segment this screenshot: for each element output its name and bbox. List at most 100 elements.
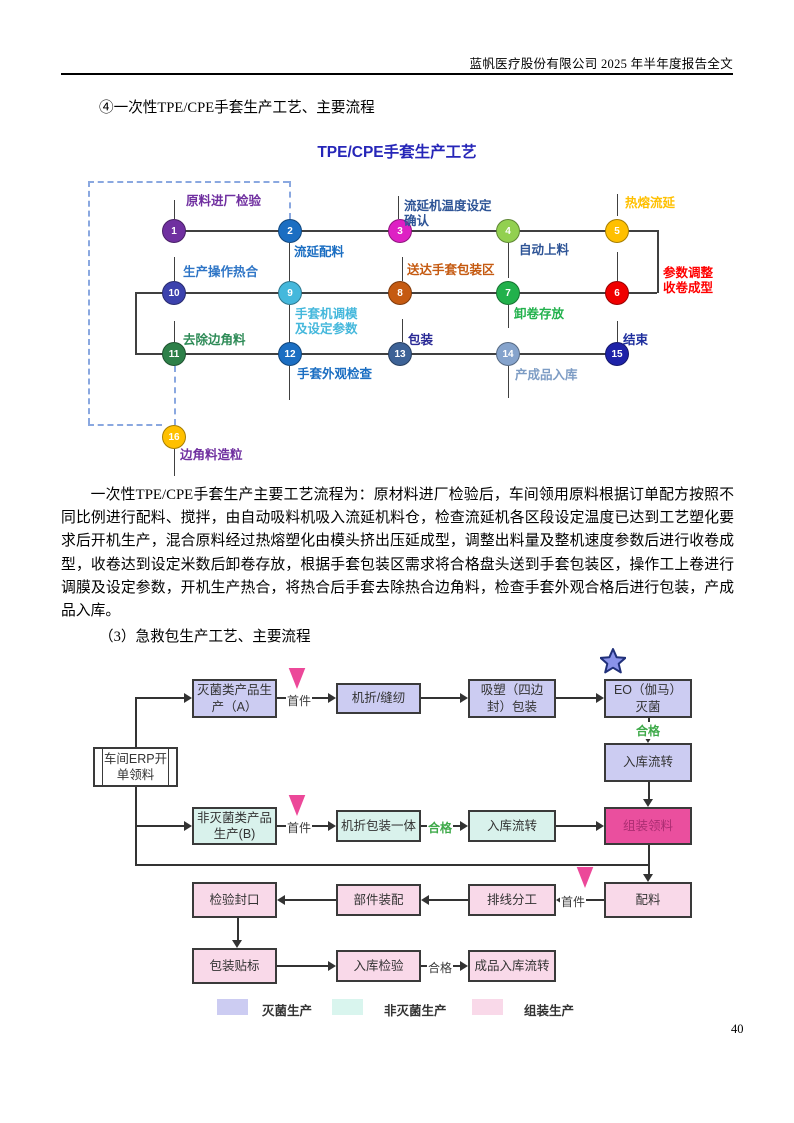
firstaid-box-label: 排线分工 — [486, 892, 537, 907]
header-rule — [61, 73, 733, 75]
firstaid-box-label: 部件装配 — [353, 892, 404, 907]
firstaid-box-label: 检验封口 — [209, 892, 260, 907]
glove-node-label-3: 流延机温度设定 确认 — [404, 199, 492, 228]
glove-chart-title: TPE/CPE手套生产工艺 — [317, 144, 477, 161]
arrowhead-right-icon — [184, 693, 192, 703]
glove-label-leader-line — [289, 366, 291, 400]
arrowhead-right-icon — [328, 821, 336, 831]
firstaid-box-erp: 车间ERP开单领料 — [93, 747, 178, 787]
arrowhead-right-icon — [596, 693, 604, 703]
firstaid-box-b2: 机折包装一体 — [336, 810, 421, 842]
glove-flow-line — [657, 230, 659, 293]
glove-flow-line — [135, 353, 617, 355]
arrowhead-right-icon — [328, 961, 336, 971]
firstaid-flow-line — [135, 697, 184, 699]
glove-node-label-10: 生产操作热合 — [183, 265, 259, 279]
glove-node-13: 13 — [388, 342, 412, 366]
firstaid-box-b1: 非灭菌类产品生产(B) — [192, 807, 277, 845]
firstaid-box-label: 入库流转 — [486, 818, 537, 833]
glove-node-11: 11 — [162, 342, 186, 366]
glove-node-label-15: 结束 — [623, 333, 649, 347]
firstaid-box-label: 非灭菌类产品生产(B) — [197, 810, 273, 841]
section-heading-glove: ④一次性TPE/CPE手套生产工艺、主要流程 — [99, 100, 375, 116]
edge-label-hg3: 合格 — [427, 959, 454, 976]
firstaid-flow-line — [556, 825, 596, 827]
legend-label-1: 灭菌生产 — [262, 1004, 313, 1018]
glove-node-6: 6 — [605, 281, 629, 305]
arrowhead-right-icon — [184, 821, 192, 831]
arrowhead-left-icon — [277, 895, 285, 905]
arrowhead-left-icon — [421, 895, 429, 905]
glove-paragraph: 一次性TPE/CPE手套生产主要工艺流程为：原材料进厂检验后，车间领用原料根据订… — [61, 487, 734, 620]
glove-node-12: 12 — [278, 342, 302, 366]
glove-label-leader-line — [402, 257, 404, 281]
glove-recycle-dashed-line — [174, 366, 176, 425]
firstaid-box-label: 入库流转 — [622, 755, 673, 770]
glove-label-leader-line — [174, 449, 176, 476]
glove-node-label-13: 包装 — [408, 333, 434, 347]
firstaid-box-d1: 包装贴标 — [192, 948, 277, 984]
glove-label-leader-line — [508, 243, 510, 278]
firstaid-box-label: 机折包装一体 — [341, 818, 417, 833]
firstaid-flow-line — [421, 697, 460, 699]
firstaid-flow-line — [135, 785, 137, 865]
glove-node-label-4: 自动上料 — [519, 243, 570, 257]
glove-recycle-dashed-line — [88, 424, 162, 426]
firstaid-box-label: 入库检验 — [353, 958, 404, 973]
firstaid-box-a1: 灭菌类产品生产（A） — [192, 679, 277, 718]
legend-swatch-1 — [217, 999, 248, 1015]
firstaid-box-b4: 组装领料 — [604, 807, 692, 845]
firstaid-flow-line — [648, 845, 650, 874]
glove-node-8: 8 — [388, 281, 412, 305]
firstaid-box-label: 吸塑（四边封）包装 — [480, 683, 544, 714]
edge-label-sj2: 首件 — [286, 819, 313, 836]
glove-node-14: 14 — [496, 342, 520, 366]
firstaid-box-c4: 配料 — [604, 882, 692, 918]
firstaid-flow-line — [135, 697, 137, 747]
glove-node-5: 5 — [605, 219, 629, 243]
firstaid-flow-line — [429, 899, 468, 901]
glove-node-label-9: 手套机调模 及设定参数 — [295, 307, 358, 336]
section-heading-firstaid: （3）急救包生产工艺、主要流程 — [99, 629, 311, 645]
firstaid-flow-line — [285, 899, 336, 901]
firstaid-box-label: 配料 — [635, 892, 661, 907]
firstaid-box-d2: 入库检验 — [336, 950, 421, 982]
legend-label-3: 组装生产 — [524, 1004, 575, 1018]
glove-node-label-5: 热熔流延 — [625, 196, 676, 210]
header-title: 蓝帆医疗股份有限公司 2025 年半年度报告全文 — [469, 57, 733, 71]
glove-node-7: 7 — [496, 281, 520, 305]
arrowhead-right-icon — [460, 693, 468, 703]
firstaid-box-label: 组装领料 — [622, 818, 673, 833]
edge-label-sj1: 首件 — [286, 692, 313, 709]
firstaid-box-c2: 部件装配 — [336, 884, 421, 916]
firstaid-flow-line — [648, 782, 650, 799]
glove-label-leader-line — [508, 305, 510, 328]
glove-label-leader-line — [289, 305, 291, 345]
legend-swatch-2 — [332, 999, 363, 1015]
arrowhead-right-icon — [460, 961, 468, 971]
glove-node-label-12: 手套外观检查 — [297, 367, 373, 381]
firstaid-flow-line — [556, 697, 596, 699]
glove-node-2: 2 — [278, 219, 302, 243]
arrowhead-down-icon — [643, 874, 653, 882]
star-icon — [599, 648, 627, 674]
firstaid-box-a5: 入库流转 — [604, 743, 692, 782]
legend-label-2: 非灭菌生产 — [384, 1004, 447, 1018]
glove-label-leader-line — [398, 196, 400, 219]
glove-node-4: 4 — [496, 219, 520, 243]
first-piece-marker-icon — [576, 867, 594, 888]
arrowhead-right-icon — [460, 821, 468, 831]
glove-label-leader-line — [174, 257, 176, 281]
firstaid-box-label: 包装贴标 — [209, 958, 260, 973]
firstaid-box-c3: 排线分工 — [468, 884, 556, 916]
firstaid-box-label: 成品入库流转 — [474, 958, 550, 973]
glove-label-leader-line — [174, 200, 176, 219]
firstaid-box-a4: EO（伽马）灭菌 — [604, 679, 692, 718]
firstaid-box-a3: 吸塑（四边封）包装 — [468, 679, 556, 718]
firstaid-flow-line — [135, 864, 648, 866]
glove-label-leader-line — [617, 194, 619, 216]
firstaid-box-label: 车间ERP开单领料 — [103, 751, 168, 782]
glove-node-label-16: 边角料造粒 — [180, 448, 243, 462]
firstaid-flow-line — [237, 918, 239, 940]
